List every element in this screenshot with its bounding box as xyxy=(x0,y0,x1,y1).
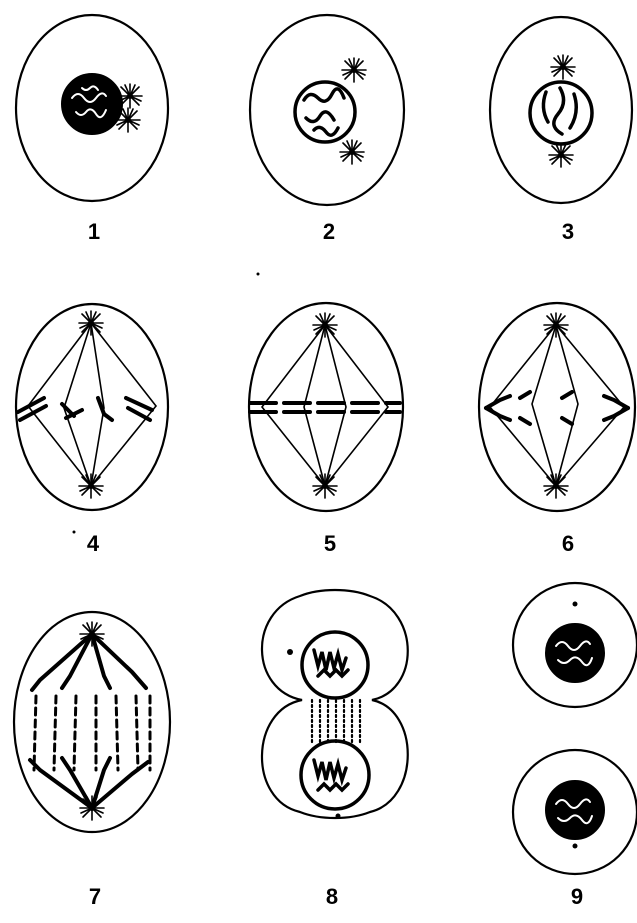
cell-stage-5 xyxy=(249,303,403,511)
centrosome-aster xyxy=(551,55,575,79)
centriole xyxy=(287,649,293,655)
cell-stage-4 xyxy=(16,304,168,510)
cell-stage-1 xyxy=(16,15,168,201)
stage-label-8: 8 xyxy=(326,886,338,908)
metaphase-plate-chromosomes xyxy=(250,403,400,412)
nucleus xyxy=(62,74,122,134)
stage-label-4: 4 xyxy=(87,533,99,555)
separating-chromatids xyxy=(486,392,628,424)
centriole xyxy=(573,602,578,607)
centrosome-aster xyxy=(549,143,573,167)
centrosome-aster xyxy=(118,84,142,108)
centrosome-aster xyxy=(342,58,366,82)
centriole xyxy=(573,844,578,849)
nucleus xyxy=(546,781,604,839)
stage-label-2: 2 xyxy=(323,221,335,243)
spindle-fibers xyxy=(262,325,388,486)
stage-label-7: 7 xyxy=(89,886,101,908)
stage-label-9: 9 xyxy=(571,886,583,908)
interzonal-fibers xyxy=(34,696,150,770)
stage-label-3: 3 xyxy=(562,221,574,243)
cell-stage-3 xyxy=(490,17,632,203)
chromosomes xyxy=(18,398,152,420)
cell-stage-7 xyxy=(14,612,170,832)
centriole xyxy=(336,814,341,819)
cell-stage-8 xyxy=(262,590,408,819)
chromatids-top xyxy=(32,634,146,690)
stage-label-6: 6 xyxy=(562,533,574,555)
nucleus xyxy=(546,624,604,682)
speck xyxy=(73,531,76,534)
cell-stage-6 xyxy=(479,303,635,511)
chromatids-bottom xyxy=(30,758,148,808)
midbody-fibers xyxy=(312,700,360,742)
speck xyxy=(257,273,260,276)
cell-stage-9 xyxy=(513,583,637,874)
stage-label-1: 1 xyxy=(88,221,100,243)
cell-stage-2 xyxy=(250,15,404,205)
centrosome-aster xyxy=(340,140,364,164)
spindle-fibers xyxy=(490,325,624,486)
centrosome-aster xyxy=(116,108,140,132)
stage-label-5: 5 xyxy=(324,533,336,555)
